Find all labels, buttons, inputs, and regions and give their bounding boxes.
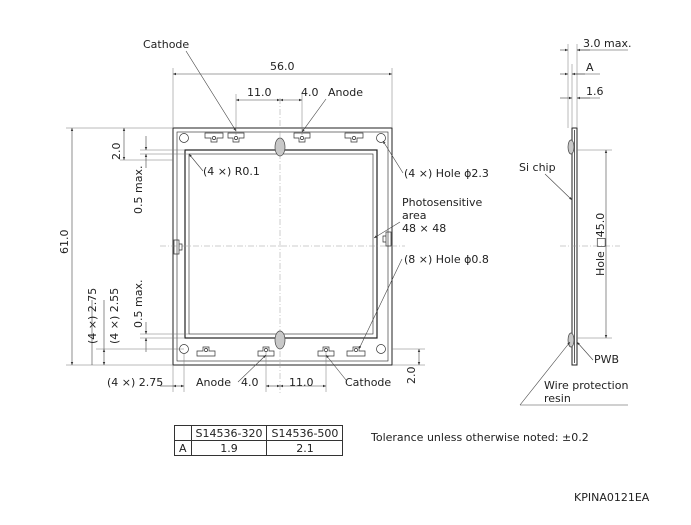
dim-4x255: (4 ×) 2.55 [108,288,121,344]
table-cell: S14536-500 [266,425,344,441]
dim-05-max-b: 0.5 max. [132,280,145,328]
label-wire-1: Wire protection [544,379,628,392]
table-cell [174,425,192,441]
dim-2-right: 2.0 [405,367,418,385]
corner-hole-br [376,344,386,354]
dim-05-max-a: 0.5 max. [132,166,145,214]
photosensitive-area-inner [188,153,374,335]
table-row: A 1.9 2.1 [174,440,344,456]
pad-top-4 [344,132,364,143]
pad-bottom-3 [317,346,335,357]
table-cell: 1.9 [190,440,268,456]
label-cathode-top: Cathode [143,38,189,51]
label-anode-top: Anode [328,86,363,99]
pad-top-1 [204,132,224,143]
label-photo-1: Photosensitive [402,196,483,209]
pad-bottom-1 [196,346,216,357]
table-cell: 2.1 [266,440,344,456]
spec-table: S14536-320 S14536-500 A 1.9 2.1 [174,425,344,456]
label-photo-3: 48 × 48 [402,222,446,235]
dim-11-bottom: 11.0 [289,376,314,389]
table-header-row: S14536-320 S14536-500 [174,425,344,441]
dim-11-top: 11.0 [247,86,272,99]
photosensitive-area [184,149,378,339]
dim-width-56: 56.0 [270,60,295,73]
label-hole-08: (8 ×) Hole ϕ0.8 [404,253,489,266]
front-view: 56.0 11.0 4.0 Anode Cathode 61.0 2.0 0.5… [58,38,489,395]
side-view: 3.0 max. A 1.6 Hole □45.0 Si chip PWB Wi… [519,37,631,406]
table-cell: S14536-320 [190,425,268,441]
pad-top-3 [293,132,311,143]
side-tab-right [382,231,392,247]
dim-16: 1.6 [586,85,604,98]
pad-top-2 [227,132,245,143]
label-si-chip: Si chip [519,161,556,174]
side-tab-left [173,239,183,255]
drawing-code: KPINA0121EA [574,491,650,504]
board-outline [172,127,393,366]
dim-4x275-v: (4 ×) 2.75 [86,288,99,344]
label-anode-bottom: Anode [196,376,231,389]
corner-hole-tr [376,133,386,143]
label-wire-2: resin [544,392,571,405]
tolerance-note: Tolerance unless otherwise noted: ±0.2 [371,431,589,444]
pad-bottom-2 [257,346,275,357]
corner-hole-tl [179,133,189,143]
dim-4-top: 4.0 [301,86,319,99]
side-resin-bottom [567,332,575,348]
dim-A: A [586,61,594,74]
dim-4-bottom: 4.0 [241,376,259,389]
label-pwb: PWB [594,353,619,366]
dim-hole-45: Hole □45.0 [594,213,607,276]
resin-bottom [274,330,286,350]
board-inner-edge [176,131,389,362]
resin-top [274,137,286,157]
side-resin-top [567,139,575,155]
label-hole-23: (4 ×) Hole ϕ2.3 [404,167,489,180]
label-photo-2: area [402,209,427,222]
dim-height-61: 61.0 [58,230,71,255]
dim-3max: 3.0 max. [583,37,631,50]
label-cathode-bottom: Cathode [345,376,391,389]
label-r01: (4 ×) R0.1 [203,165,260,178]
dim-2-left: 2.0 [110,143,123,161]
dim-4x275-h: (4 ×) 2.75 [107,376,163,389]
table-cell: A [174,440,192,456]
